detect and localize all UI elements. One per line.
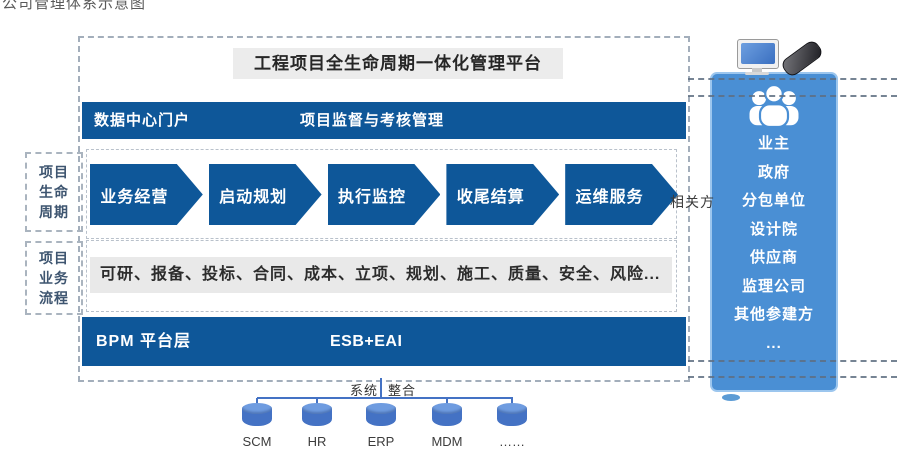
database-cylinder-icon — [366, 403, 396, 426]
lifecycle-side-label-line: 项目 — [39, 163, 69, 180]
integration-stub-line — [316, 398, 318, 407]
process-items-bar: 可研、报备、投标、合同、成本、立项、规划、施工、质量、安全、风险... — [90, 257, 672, 293]
integration-trunk-line — [380, 378, 382, 398]
bpm-bar: BPM 平台层 ESB+EAI — [82, 317, 686, 366]
clipped-page-caption: 公司管理体系示意图 — [2, 0, 147, 12]
desktop-computer-icon — [752, 68, 762, 72]
integration-stub-line — [511, 398, 513, 407]
integration-label-right: 整合 — [388, 383, 417, 398]
stakeholders-panel: 业主 政府 分包单位 设计院 供应商 监理公司 其他参建方 ... — [710, 72, 838, 392]
lifecycle-stage-chevron: 业务经营 — [90, 164, 203, 225]
lifecycle-stage-chevron: 收尾结算 — [446, 164, 559, 225]
lifecycle-side-label-line: 生命 — [39, 183, 69, 200]
stakeholders-pointer-label: 相关方 — [670, 194, 715, 210]
system-name: ERP — [367, 434, 395, 449]
stakeholder-item: 其他参建方 — [733, 306, 814, 323]
database-cylinder-icon — [302, 403, 332, 426]
process-side-label-line: 流程 — [39, 290, 69, 307]
integration-branch-line — [257, 397, 513, 399]
connector-dashed-line — [688, 78, 897, 80]
stakeholders-list: 业主 政府 分包单位 设计院 供应商 监理公司 其他参建方 ... — [712, 130, 836, 358]
database-cylinder-icon — [242, 403, 272, 426]
system-name: SCM — [242, 434, 272, 449]
system-node: SCM — [232, 403, 282, 449]
bpm-bar-left-label: BPM 平台层 — [96, 333, 192, 350]
lifecycle-stage-chevron: 运维服务 — [565, 164, 678, 225]
people-group-icon — [749, 84, 799, 128]
stakeholder-item: 设计院 — [749, 220, 798, 238]
lifecycle-stage-chevron: 执行监控 — [328, 164, 441, 225]
portal-bar: 数据中心门户 项目监督与考核管理 — [82, 102, 686, 139]
platform-title: 工程项目全生命周期一体化管理平台 — [233, 48, 563, 79]
stakeholder-item: 政府 — [757, 163, 790, 181]
system-name: MDM — [431, 434, 463, 449]
process-band-box — [86, 240, 677, 312]
lifecycle-side-label-line: 周期 — [39, 204, 69, 221]
stakeholder-item: 业主 — [757, 135, 790, 152]
system-node: …… — [487, 403, 537, 449]
integration-label-left: 系统 — [350, 383, 379, 398]
lifecycle-stages: 业务经营 启动规划 执行监控 收尾结算 运维服务 — [90, 164, 678, 225]
connector-dashed-line — [688, 376, 897, 378]
desktop-computer-icon — [737, 39, 779, 69]
system-node: HR — [292, 403, 342, 449]
system-node: ERP — [356, 403, 406, 449]
portal-bar-center-label: 项目监督与考核管理 — [300, 112, 445, 129]
desktop-computer-icon — [745, 72, 769, 75]
stakeholder-item: 监理公司 — [741, 277, 806, 295]
process-side-label-line: 项目 — [39, 249, 69, 266]
stakeholder-item: 分包单位 — [741, 192, 806, 209]
stakeholder-item: 供应商 — [749, 249, 798, 266]
connector-dashed-line — [688, 360, 897, 362]
process-side-label: 项目 业务 流程 — [25, 241, 83, 315]
platform-dashed-box — [78, 36, 690, 382]
database-cylinder-icon — [497, 403, 527, 426]
bpm-bar-center-label: ESB+EAI — [330, 333, 403, 350]
process-side-label-line: 业务 — [39, 269, 69, 286]
system-node: MDM — [422, 403, 472, 449]
system-name: …… — [499, 434, 525, 449]
integration-stub-line — [256, 398, 258, 407]
connector-dashed-line — [688, 95, 897, 97]
decorative-ellipse — [722, 394, 740, 401]
portal-bar-left-label: 数据中心门户 — [94, 112, 191, 129]
system-name: HR — [307, 434, 327, 449]
lifecycle-side-label: 项目 生命 周期 — [25, 152, 83, 232]
integration-stub-line — [446, 398, 448, 407]
stakeholder-item: ... — [766, 334, 782, 352]
database-cylinder-icon — [432, 403, 462, 426]
lifecycle-stage-chevron: 启动规划 — [209, 164, 322, 225]
